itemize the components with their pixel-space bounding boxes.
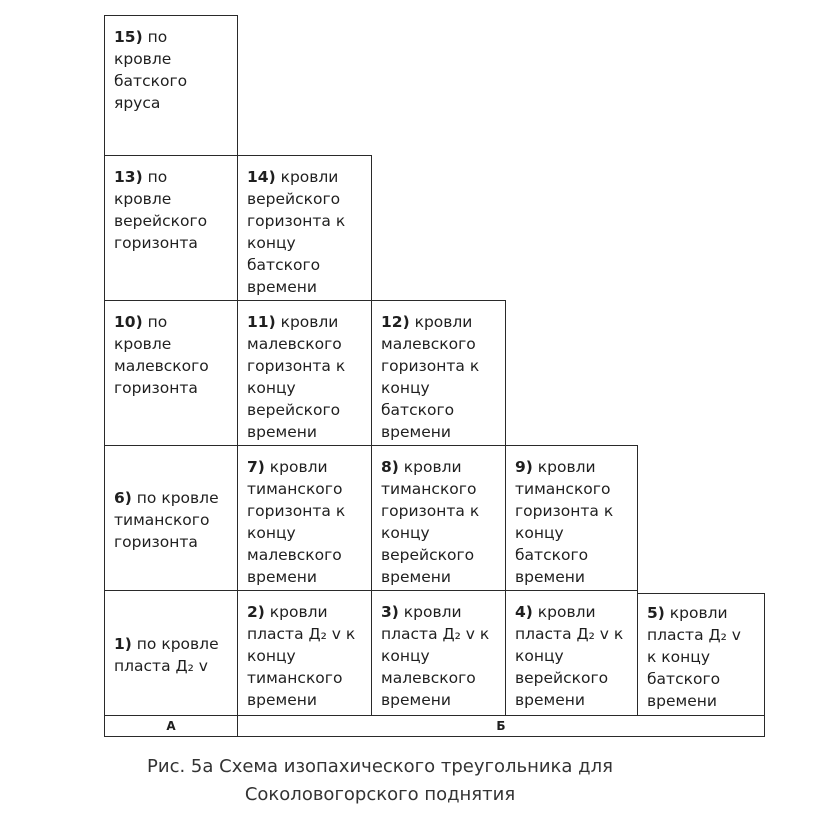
cell-number: 6) xyxy=(114,489,132,507)
cell-8: 8) кровли тиманского горизонта к концу в… xyxy=(371,445,506,591)
figure-caption-line-1: Рис. 5а Схема изопахического треугольник… xyxy=(147,756,613,777)
cell-number: 2) xyxy=(247,603,265,621)
cell-6: 6) по кровле тиманского горизонта xyxy=(104,445,238,591)
cell-number: 3) xyxy=(381,603,399,621)
cell-number: 8) xyxy=(381,458,399,476)
cell-number: 14) xyxy=(247,168,276,186)
cell-12: 12) кровли малевского горизонта к концу … xyxy=(371,300,506,446)
cell-text: по кровле тиманского горизонта xyxy=(114,489,219,551)
cell-number: 7) xyxy=(247,458,265,476)
cell-7: 7) кровли тиманского горизонта к концу м… xyxy=(237,445,372,591)
cell-9: 9) кровли тиманского горизонта к концу б… xyxy=(505,445,638,591)
cell-text: кровли тиманского горизонта к концу батс… xyxy=(515,458,614,586)
cell-number: 11) xyxy=(247,313,276,331)
figure-caption-line-2: Соколовогорского поднятия xyxy=(244,784,516,805)
cell-number: 12) xyxy=(381,313,410,331)
cell-number: 1) xyxy=(114,635,132,653)
footer-a-text: А xyxy=(166,719,176,733)
footer-label-a: А xyxy=(104,715,238,737)
cell-text: кровли малевского горизонта к концу вере… xyxy=(247,313,346,441)
cell-1: 1) по кровле пласта Д₂ v xyxy=(104,590,238,716)
cell-text: кровли тиманского горизонта к концу мале… xyxy=(247,458,346,586)
cell-13: 13) по кровле верейского горизонта xyxy=(104,155,238,301)
cell-text: по кровле батского яруса xyxy=(114,28,188,112)
footer-label-b: Б xyxy=(237,715,765,737)
footer-b-text: Б xyxy=(496,719,506,733)
cell-number: 13) xyxy=(114,168,143,186)
cell-text: кровли пласта Д₂ v к концу малевского вр… xyxy=(381,603,490,709)
cell-number: 10) xyxy=(114,313,143,331)
cell-text: по кровле пласта Д₂ v xyxy=(114,635,219,675)
cell-text: кровли малевского горизонта к концу батс… xyxy=(381,313,480,441)
cell-text: по кровле верейского горизонта xyxy=(114,168,208,252)
cell-10: 10) по кровле малевского горизонта xyxy=(104,300,238,446)
cell-2: 2) кровли пласта Д₂ v к концу тиманского… xyxy=(237,590,372,716)
cell-number: 15) xyxy=(114,28,143,46)
cell-text: кровли пласта Д₂ v к концу батского врем… xyxy=(647,603,741,710)
cell-text: по кровле малевского горизонта xyxy=(114,313,209,397)
cell-number: 5) xyxy=(647,603,665,622)
cell-text: кровли тиманского горизонта к концу вере… xyxy=(381,458,480,586)
cell-3: 3) кровли пласта Д₂ v к концу малевского… xyxy=(371,590,506,716)
cell-text: кровли верейского горизонта к концу батс… xyxy=(247,168,346,296)
cell-text: кровли пласта Д₂ v к концу тиманского вр… xyxy=(247,603,356,709)
cell-5: 5) кровли пласта Д₂ v к концу батского в… xyxy=(637,593,765,716)
cell-14: 14) кровли верейского горизонта к концу … xyxy=(237,155,372,301)
cell-11: 11) кровли малевского горизонта к концу … xyxy=(237,300,372,446)
cell-4: 4) кровли пласта Д₂ v к концу верейского… xyxy=(505,590,638,716)
cell-number: 9) xyxy=(515,458,533,476)
cell-15: 15) по кровле батского яруса xyxy=(104,15,238,156)
cell-number: 4) xyxy=(515,603,533,621)
cell-text: кровли пласта Д₂ v к концу верейского вр… xyxy=(515,603,624,709)
